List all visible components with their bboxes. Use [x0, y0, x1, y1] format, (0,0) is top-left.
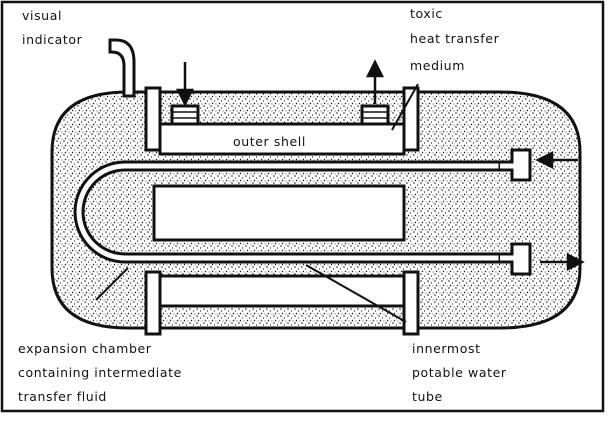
tube-outlets — [500, 148, 532, 276]
outer-shell-top — [158, 122, 406, 156]
label-toxic-medium-2: heat transfer — [410, 31, 500, 46]
label-expansion-chamber-1: expansion chamber — [18, 341, 152, 356]
flow-arrows — [175, 59, 585, 272]
label-toxic-medium-1: toxic — [410, 6, 443, 21]
diagram-labels: visual indicator toxic heat transfer med… — [18, 6, 507, 404]
label-expansion-chamber-2: containing intermediate — [18, 365, 182, 380]
label-innermost-tube-1: innermost — [412, 341, 481, 356]
label-innermost-tube-3: tube — [412, 389, 443, 404]
inner-cavity — [152, 184, 406, 242]
label-outer-shell: outer shell — [233, 134, 306, 149]
label-expansion-chamber-3: transfer fluid — [18, 389, 107, 404]
potable-water-tube — [73, 160, 502, 264]
label-innermost-tube-2: potable water — [412, 365, 507, 380]
label-visual-indicator-2: indicator — [22, 32, 83, 47]
label-toxic-medium-3: medium — [410, 58, 465, 73]
visual-indicator-pipe — [108, 38, 136, 98]
outer-shell-bottom — [158, 274, 406, 308]
label-visual-indicator-1: visual — [22, 8, 62, 23]
leader-lines — [95, 83, 419, 323]
vessel-flanges — [144, 86, 420, 336]
nozzle-threads — [172, 111, 388, 119]
diagram-frame — [0, 0, 605, 413]
outer-vessel — [50, 90, 582, 330]
